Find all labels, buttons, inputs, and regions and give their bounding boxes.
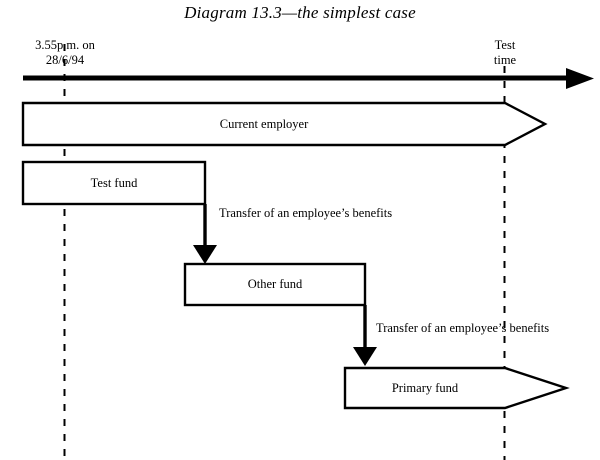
transfer-arrow-2: [353, 305, 377, 366]
primary-fund-label: Primary fund: [391, 381, 459, 395]
page-title: Diagram 13.3—the simplest case: [184, 3, 416, 22]
other-fund-box: [183, 262, 367, 307]
current-employer-banner: [21, 101, 548, 147]
time-axis-arrow: [23, 68, 594, 89]
timeline-end-label-line2: time: [493, 53, 517, 67]
test-fund-label: Test fund: [90, 176, 138, 190]
current-employer-label: Current employer: [219, 117, 309, 131]
timeline-start-label-line2: 28/6/94: [45, 53, 85, 67]
timeline-end-label-line1: Test: [494, 38, 516, 52]
timeline-start-label-line1: 3.55p.m. on: [35, 38, 95, 52]
transfer-label-2: Transfer of an employee’s benefits: [376, 321, 550, 335]
transfer-label-1: Transfer of an employee’s benefits: [219, 206, 393, 220]
other-fund-label: Other fund: [247, 277, 303, 291]
transfer-arrow-1: [193, 204, 217, 264]
primary-fund-banner: [343, 366, 570, 410]
test-fund-box: [21, 160, 207, 206]
